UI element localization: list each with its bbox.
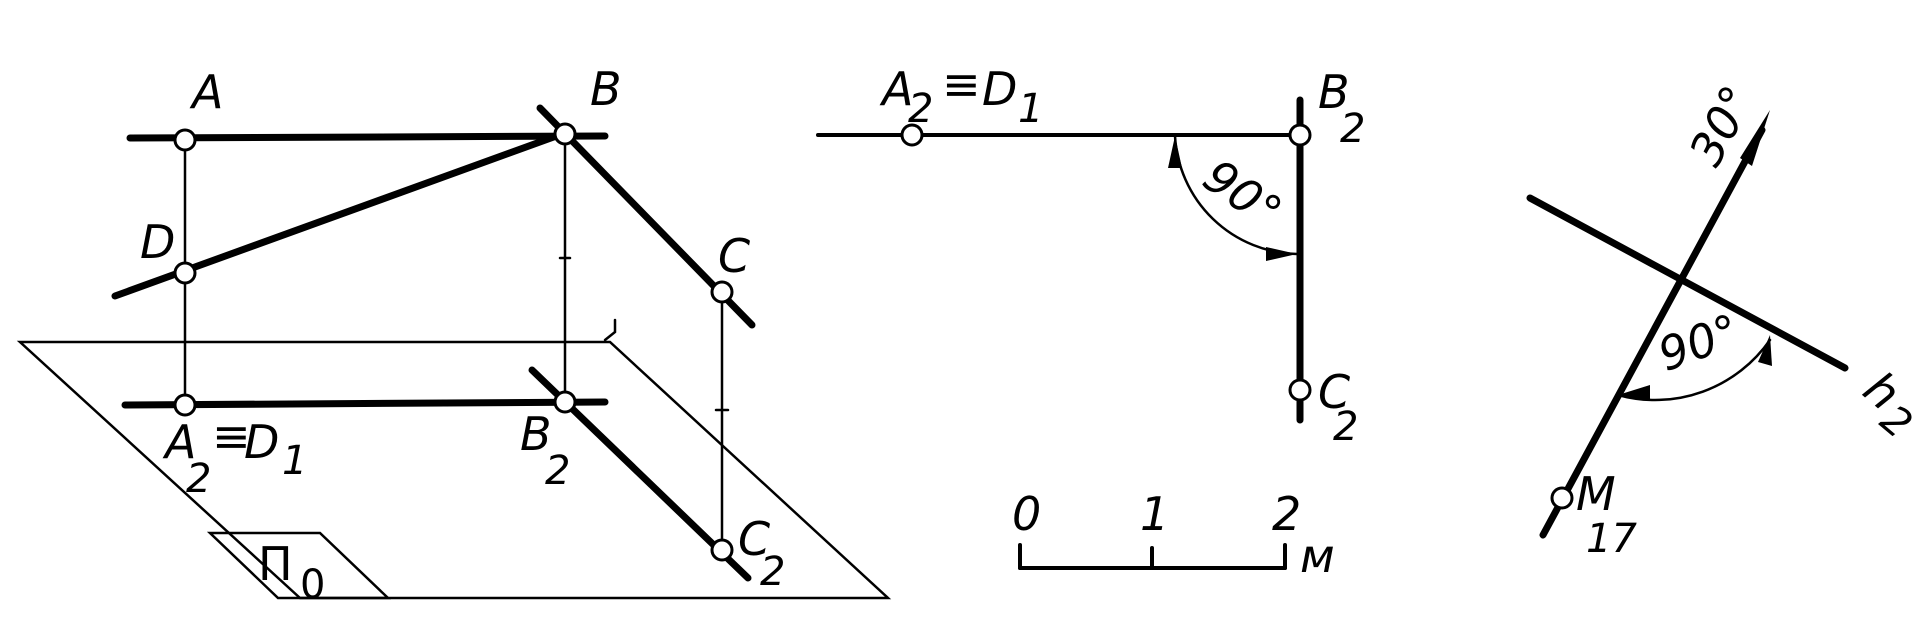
label-a2-plan: A <box>879 62 913 116</box>
plane-back-corner <box>603 318 617 342</box>
label-a2-plan-sub: 2 <box>908 86 933 132</box>
projection-plane <box>16 340 892 600</box>
label-b2: B <box>520 407 552 461</box>
scale-label-2: 2 <box>1272 487 1301 541</box>
label-d1: D <box>244 415 279 469</box>
point-a2-plan <box>900 123 924 147</box>
scale-bar: 0 1 2 м <box>1012 487 1335 583</box>
arc-arrow-top <box>1168 136 1182 168</box>
label-equiv-plan: ≡ <box>942 57 981 111</box>
label-c2-plan-sub: 2 <box>1333 404 1358 450</box>
label-m: M <box>1576 467 1616 521</box>
scale-label-0: 0 <box>1012 487 1041 541</box>
line-h2 <box>1526 194 1849 372</box>
label-equiv: ≡ <box>212 409 251 463</box>
label-m-sub: 17 <box>1586 516 1637 562</box>
point-m <box>1550 486 1574 510</box>
label-d1-plan-sub: 1 <box>1018 86 1043 132</box>
scale-label-1: 1 <box>1140 487 1169 541</box>
arc-arrow-up <box>1758 335 1772 366</box>
point-c2-plan <box>1288 378 1312 402</box>
arc-arrow-right <box>1266 247 1297 261</box>
projection-diagram: A B D C A 2 ≡ D 1 B 2 C 2 П 0 <box>16 62 892 608</box>
scale-unit: м <box>1300 529 1335 583</box>
label-a2: A <box>162 415 196 469</box>
label-c2: C <box>738 512 770 566</box>
label-plane-sub: 0 <box>300 562 325 608</box>
line-ab <box>126 132 609 142</box>
label-b2-plan: B <box>1318 65 1350 119</box>
label-d1-sub: 1 <box>282 438 307 484</box>
arc-arrow-left <box>1618 385 1650 400</box>
plane-label-box <box>206 531 392 600</box>
point-c2 <box>710 538 734 562</box>
point-a2 <box>173 393 197 417</box>
plan-diagram: A 2 ≡ D 1 B 2 C 2 90° 0 1 2 м <box>816 57 1365 583</box>
label-c: C <box>718 229 750 283</box>
label-d: D <box>140 215 175 269</box>
label-b2-sub: 2 <box>545 448 570 494</box>
label-angle-plan: 90° <box>1194 149 1292 240</box>
point-c <box>710 280 734 304</box>
label-a: A <box>189 65 223 119</box>
label-b: B <box>590 62 622 116</box>
point-b2 <box>553 390 577 414</box>
label-c2-plan: C <box>1318 365 1350 419</box>
point-b2-plan <box>1288 123 1312 147</box>
point-b <box>553 122 577 146</box>
slope-diagram: 30° 90° h 2 M 17 <box>1526 77 1920 562</box>
point-a <box>173 128 197 152</box>
point-d <box>173 261 197 285</box>
label-a2-sub: 2 <box>186 456 211 502</box>
line-m <box>1539 126 1766 539</box>
label-d1-plan: D <box>982 62 1017 116</box>
label-plane: П <box>258 537 293 591</box>
angle-arc-right <box>1616 338 1772 402</box>
slope-arrowhead <box>1740 110 1770 166</box>
line-a2b2 <box>121 398 609 409</box>
label-c2-sub: 2 <box>760 549 785 595</box>
label-b2-plan-sub: 2 <box>1340 106 1365 152</box>
